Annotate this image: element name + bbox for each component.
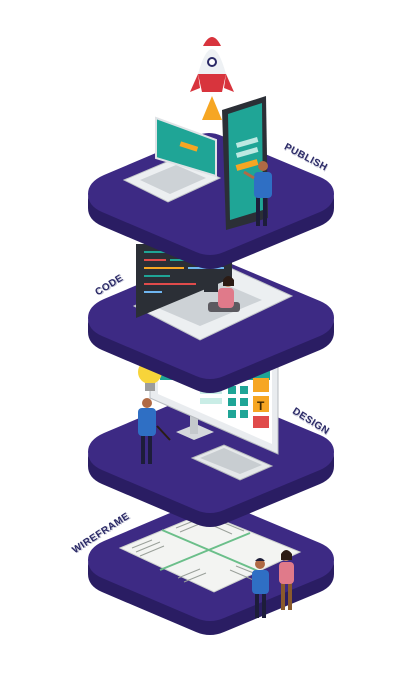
publish-laptop-button	[179, 141, 199, 152]
rocket-icon	[190, 37, 234, 120]
publish-phone-field	[235, 137, 259, 148]
publisher-person	[243, 161, 272, 226]
design-tool-palette: T	[253, 378, 269, 428]
wireframe-layer	[88, 462, 334, 635]
person-pink-shirt	[279, 550, 294, 610]
designer-person	[138, 398, 171, 464]
publish-platform	[88, 133, 334, 255]
publish-phone-field	[235, 147, 259, 158]
person-blue-shirt	[252, 558, 269, 618]
publish-laptop-keyboard	[140, 165, 206, 194]
tablet-screen	[200, 448, 262, 474]
wireframe-grid-line	[159, 532, 251, 571]
coder-person	[204, 276, 240, 312]
monitor-neck	[190, 412, 198, 434]
publish-layer	[88, 37, 334, 269]
code-layer	[88, 244, 334, 393]
publish-phone-button	[235, 159, 259, 171]
svg-text:T: T	[257, 399, 265, 413]
design-layer: T	[88, 359, 334, 527]
